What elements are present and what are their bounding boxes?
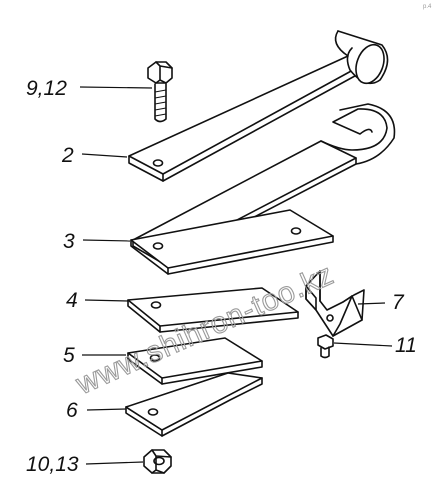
bolt-part: [147, 61, 173, 123]
watermark-text: www.shihron-too.kz: [71, 258, 339, 402]
callout-small-bolt: 11: [395, 334, 417, 357]
main-leaf-spring-part: [128, 30, 389, 182]
leader-lines: [79, 86, 393, 465]
leaf-4-part: [127, 287, 299, 333]
callout-leaf-6: 6: [66, 399, 78, 422]
leaf-3-part: [130, 209, 334, 275]
corner-mark: p.4: [423, 4, 432, 10]
leaf-6-part: [125, 372, 263, 437]
callout-leaf-4: 4: [66, 289, 78, 312]
leaf-5-part: [127, 337, 263, 385]
callout-bracket: 7: [392, 291, 405, 314]
callout-main-leaf: 2: [61, 144, 74, 167]
callout-labels: 9,12 2 3 4 5 6 7 11 10,13: [26, 77, 417, 476]
small-bolt-part: [317, 334, 334, 359]
callout-leaf-5: 5: [63, 344, 75, 367]
nut-part: [143, 449, 172, 474]
callout-bolt: 9,12: [26, 77, 67, 100]
callout-nut: 10,13: [26, 453, 79, 476]
callout-leaf-3: 3: [63, 230, 75, 253]
bracket-part: [305, 270, 365, 337]
